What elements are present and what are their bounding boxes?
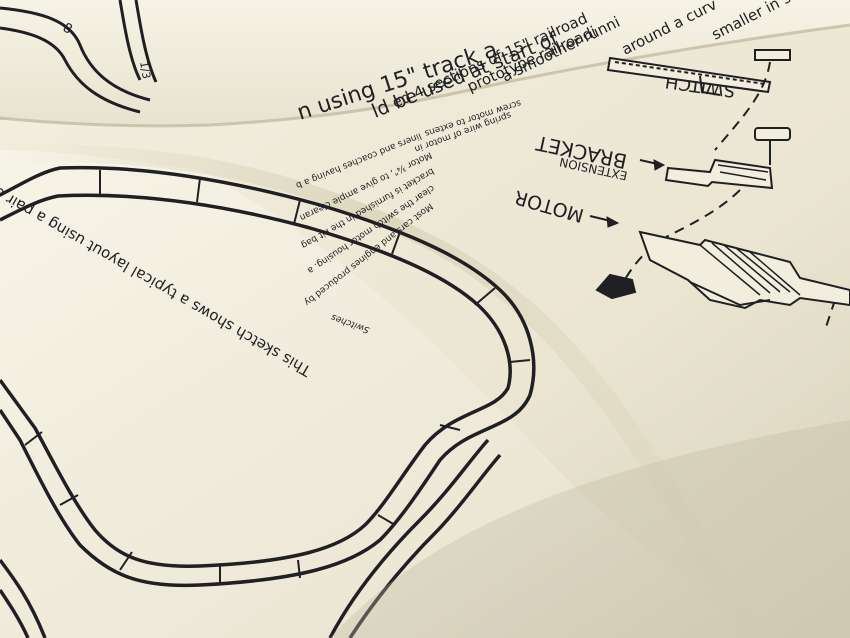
track-branch-b xyxy=(348,453,502,638)
alignment-lines xyxy=(621,61,836,331)
track-ties xyxy=(24,170,531,585)
track-mark-1-3: 1/3 xyxy=(137,60,153,80)
lower-shadow xyxy=(330,420,850,638)
motor-part xyxy=(595,230,850,310)
diagram-arrows xyxy=(589,159,666,228)
top-sheet-edge xyxy=(0,23,850,128)
track-layout xyxy=(0,165,536,638)
track-inner-rail xyxy=(0,193,512,568)
track-left-lower xyxy=(0,558,47,638)
top-track-fragment xyxy=(0,0,158,114)
left-sheet xyxy=(0,150,760,638)
track-branch-a xyxy=(328,438,490,638)
track-outer-rail xyxy=(0,165,536,588)
top-sheet xyxy=(0,0,850,126)
fold-shadow xyxy=(0,144,760,638)
bracket-part xyxy=(664,127,791,190)
switch-part xyxy=(606,49,791,96)
